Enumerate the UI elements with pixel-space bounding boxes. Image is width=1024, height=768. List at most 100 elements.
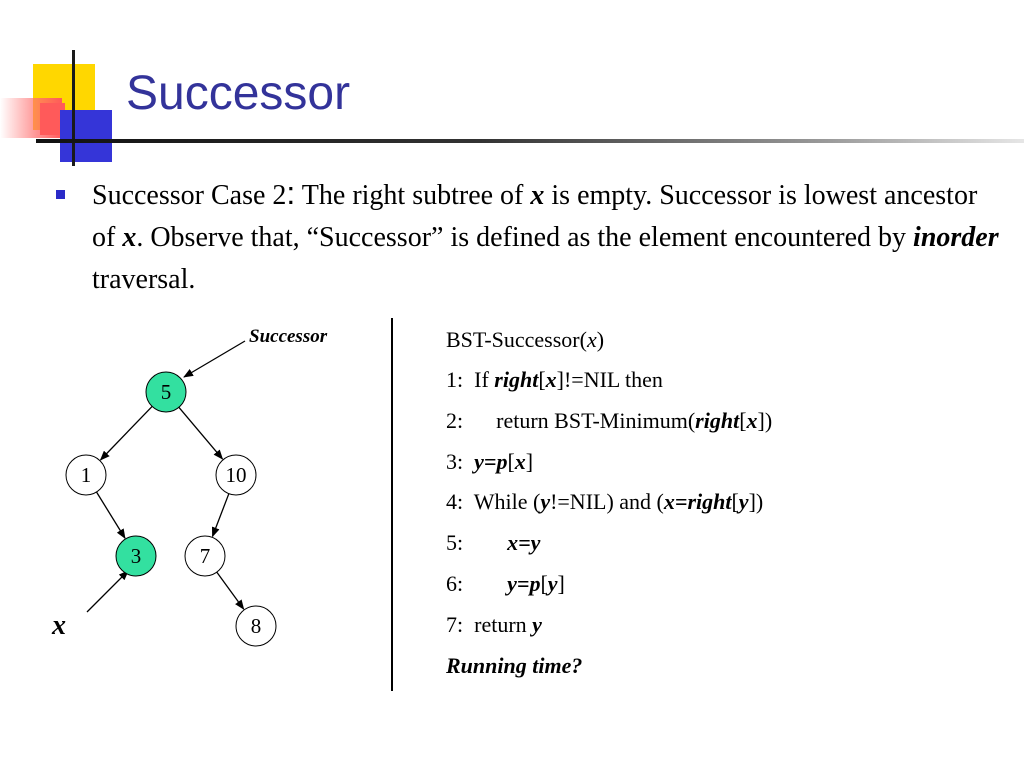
line-number: 4: — [446, 489, 464, 514]
bullet-text-2: is empty. Successor is lowest ancestor o… — [92, 180, 978, 253]
tree-node-circle — [184, 535, 226, 577]
code-var: y — [507, 571, 517, 596]
slide-title: Successor — [126, 67, 351, 120]
tree-nodes: 5 1 10 3 7 8 — [65, 371, 277, 647]
code-line-2: 2: return BST-Minimum(right[x]) — [446, 403, 772, 439]
tree-node-circle — [65, 454, 107, 496]
code-var: y — [532, 612, 542, 637]
code-text: BST-Successor( — [446, 327, 587, 352]
code-var: p — [529, 571, 541, 596]
code-text: ]) — [748, 489, 764, 514]
code-var: y — [547, 571, 558, 596]
bullet-var-x-1: x — [530, 180, 545, 211]
successor-label: Successor — [249, 326, 328, 347]
tree-node-1: 1 — [65, 454, 107, 496]
tree-edge-n1-n3 — [95, 491, 126, 539]
line-number: 1: — [446, 367, 464, 392]
tree-edges — [95, 405, 245, 610]
tree-node-8: 8 — [235, 605, 277, 647]
code-text: ]) — [757, 408, 773, 433]
code-line-3: 3: y=p[x] — [446, 444, 533, 480]
code-var: p — [496, 449, 508, 474]
running-time-question: Running time? — [446, 653, 583, 678]
bullet-var-x-2: x — [122, 222, 137, 253]
tree-node-circle — [235, 605, 277, 647]
code-text: If — [463, 367, 495, 392]
code-text: [ — [540, 571, 548, 596]
code-text: While ( — [463, 489, 541, 514]
tree-edge-n5-n1 — [99, 405, 153, 461]
tree-node-circle — [215, 454, 257, 496]
code-var: y — [540, 489, 551, 514]
title-decoration-vertical-line — [72, 50, 75, 166]
tree-node-key: 1 — [81, 463, 92, 487]
code-text: ]!=NIL then — [556, 367, 663, 392]
bullet-text-1: The right subtree of — [295, 180, 531, 211]
code-text: !=NIL) and ( — [550, 489, 664, 514]
code-var: x — [545, 367, 557, 392]
line-number: 7: — [446, 612, 464, 637]
bullet-colon: : — [286, 175, 296, 211]
code-line-4: 4: While (y!=NIL) and (x=right[y]) — [446, 484, 763, 520]
code-var: x — [746, 408, 758, 433]
bullet-text: Successor Case 2: The right subtree of x… — [92, 172, 1002, 301]
bullet-lead: Successor Case 2 — [92, 180, 287, 211]
x-pointer-arrow — [86, 570, 129, 613]
bst-diagram: Successor x 5 1 10 3 7 8 — [51, 326, 328, 647]
code-text — [463, 571, 507, 596]
tree-node-5: 5 — [145, 371, 187, 413]
code-line-6: 6: y=p[y] — [446, 566, 565, 602]
code-var: right — [687, 489, 732, 514]
tree-node-circle — [115, 535, 157, 577]
bullet-inorder: inorder — [913, 222, 999, 253]
code-text: return — [463, 612, 533, 637]
code-var: x — [514, 449, 526, 474]
title-underline — [36, 139, 1024, 143]
line-number: 2: — [446, 408, 464, 433]
x-label: x — [51, 610, 66, 641]
bullet-square-icon — [56, 190, 65, 199]
line-number: 5: — [446, 530, 464, 555]
code-text — [463, 449, 474, 474]
code-text: ] — [525, 449, 534, 474]
successor-pointer-arrow — [183, 340, 246, 378]
code-line-7: 7: return y — [446, 607, 542, 643]
tree-node-key: 10 — [226, 463, 247, 487]
code-text: [ — [739, 408, 747, 433]
code-var: x — [586, 327, 597, 352]
tree-node-7: 7 — [184, 535, 226, 577]
tree-edge-n7-n8 — [216, 571, 245, 610]
tree-node-key: 7 — [200, 544, 211, 568]
code-text: = — [483, 449, 497, 474]
tree-node-circle — [145, 371, 187, 413]
line-number: 6: — [446, 571, 464, 596]
tree-node-3: 3 — [115, 535, 157, 577]
code-line-header: BST-Successor(x) — [446, 322, 604, 358]
code-line-5: 5: x=y — [446, 525, 540, 561]
code-text: = — [518, 530, 531, 555]
code-var: x — [663, 489, 675, 514]
code-var: y — [738, 489, 749, 514]
title-decoration-blue-square — [60, 110, 112, 162]
code-var: y — [474, 449, 484, 474]
code-var: right — [494, 367, 539, 392]
code-text: [ — [538, 367, 546, 392]
code-text: return BST-Minimum( — [463, 408, 696, 433]
column-divider — [391, 318, 393, 691]
tree-node-key: 8 — [251, 614, 262, 638]
code-text: ) — [596, 327, 605, 352]
code-var: x — [507, 530, 519, 555]
tree-edge-n5-n10 — [178, 406, 224, 460]
bullet-text-4: traversal. — [92, 264, 196, 295]
code-var: y — [530, 530, 541, 555]
code-var: right — [695, 408, 740, 433]
tree-node-key: 3 — [131, 544, 142, 568]
tree-node-key: 5 — [161, 380, 172, 404]
code-text: = — [674, 489, 688, 514]
code-text — [463, 530, 507, 555]
code-text: [ — [731, 489, 739, 514]
tree-edge-n10-n7 — [211, 493, 230, 538]
code-text: = — [516, 571, 530, 596]
bullet-text-3: . Observe that, “Successor” is defined a… — [136, 222, 914, 253]
code-line-1: 1: If right[x]!=NIL then — [446, 362, 663, 398]
